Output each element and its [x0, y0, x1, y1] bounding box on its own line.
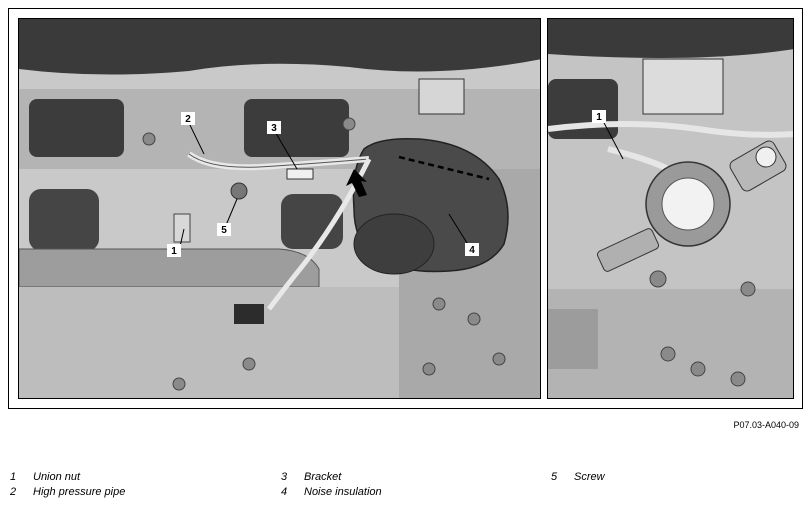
callout-2: 2	[185, 114, 191, 125]
engine-illustration: 2 3 1 5 4	[19, 19, 540, 398]
main-engine-view: 2 3 1 5 4	[18, 18, 541, 399]
detail-callout-1: 1	[596, 112, 602, 123]
legend-number: 4	[281, 486, 288, 498]
legend-label: Union nut	[33, 471, 81, 483]
legend-number: 1	[10, 471, 17, 483]
callout-1: 1	[171, 246, 177, 257]
detail-view: 1	[547, 18, 794, 399]
callout-3: 3	[271, 123, 277, 134]
callout-5: 5	[221, 225, 227, 236]
legend-label: High pressure pipe	[33, 486, 126, 498]
legend-number: 3	[281, 471, 288, 483]
legend-number: 2	[10, 486, 17, 498]
legend-label: Bracket	[304, 471, 342, 483]
callout-4: 4	[469, 245, 475, 256]
detail-illustration: 1	[548, 19, 793, 398]
legend-label: Noise insulation	[304, 486, 382, 498]
figure-code: P07.03-A040-09	[733, 420, 799, 430]
illustration-figure: 2 3 1 5 4	[8, 8, 803, 409]
legend-number: 5	[551, 471, 558, 483]
legend-label: Screw	[574, 471, 605, 483]
